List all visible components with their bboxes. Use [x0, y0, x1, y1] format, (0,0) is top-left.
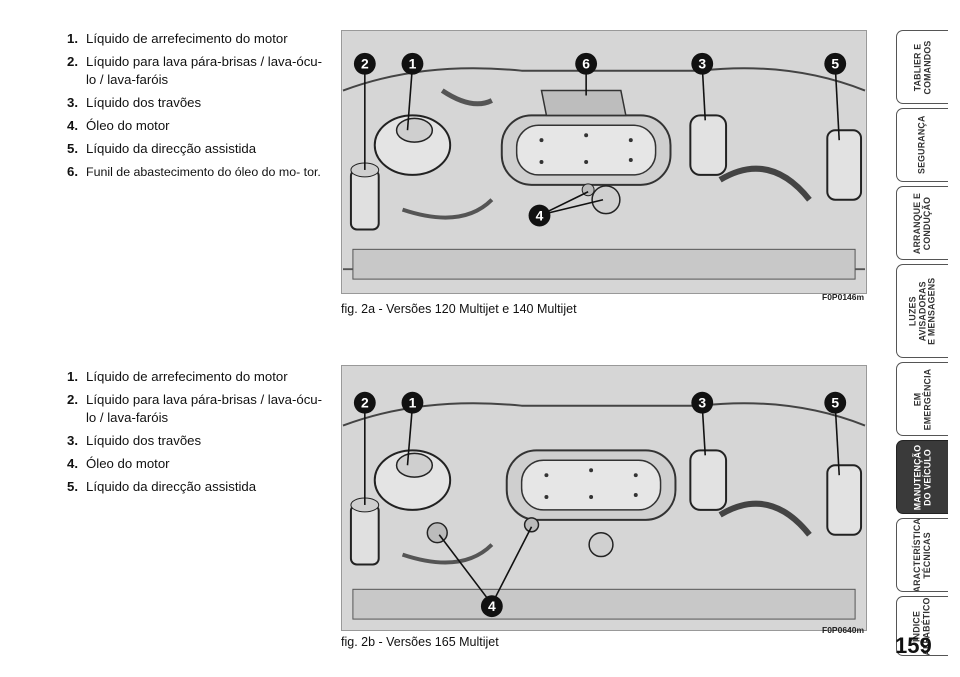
callout-label: 3 [698, 56, 706, 72]
legend-item: 5. Líquido da direcção assistida [67, 140, 329, 158]
tab-em-emergencia[interactable]: EM EMERGÊNCIA [896, 362, 948, 436]
legend-text: Líquido dos travões [86, 95, 202, 110]
tab-seguranca[interactable]: SEGURANÇA [896, 108, 948, 182]
tab-tablier-comandos[interactable]: TABLIER E COMANDOS [896, 30, 948, 104]
tab-label: EM EMERGÊNCIA [912, 368, 932, 430]
callout-label: 2 [361, 56, 369, 72]
engine-drawing: 2 1 6 3 5 4 [342, 31, 866, 293]
legend-item: 5. Líquido da direcção assistida [67, 478, 329, 496]
legend-number: 1. [67, 369, 78, 384]
callout-5 [824, 391, 847, 414]
callout-label: 5 [831, 56, 839, 72]
legend-text: Óleo do motor [86, 118, 170, 133]
figure-caption: fig. 2a - Versões 120 Multijet e 140 Mul… [341, 302, 577, 316]
callout-label: 3 [698, 395, 706, 411]
tab-manutencao-veiculo[interactable]: MANUTENÇÃO DO VEÍCULO [896, 440, 948, 514]
legend-text: Líquido para lava pára-brisas / lava-ócu… [86, 54, 323, 87]
legend-text: Líquido para lava pára-brisas / lava-ócu… [86, 392, 323, 425]
callout-label: 1 [409, 56, 417, 72]
legend-number: 2. [67, 54, 78, 69]
engine-bay-illustration-2b: 2 1 3 5 4 [341, 365, 867, 631]
legend-number: 5. [67, 141, 78, 156]
tab-indice-alfabetico[interactable]: ÍNDICE ALFABÉTICO [896, 596, 948, 656]
tab-luzes-avisadoras[interactable]: LUZES AVISADORAS E MENSAGENS [896, 264, 948, 358]
tab-label: TABLIER E COMANDOS [912, 40, 932, 94]
callout-3 [691, 391, 714, 414]
legend-number: 4. [67, 456, 78, 471]
figure-caption: fig. 2b - Versões 165 Multijet [341, 635, 499, 649]
legend-item: 3. Líquido dos travões [67, 432, 329, 450]
legend-item: 1. Líquido de arrefecimento do motor [67, 368, 329, 386]
callout-4 [528, 204, 551, 227]
callout-label: 4 [536, 208, 544, 224]
callout-5 [824, 52, 847, 75]
tab-label: CARACTERÍSTICAS TÉCNICAS [912, 518, 932, 592]
legend-number: 3. [67, 95, 78, 110]
callout-label: 6 [582, 56, 590, 72]
tab-label: LUZES AVISADORAS E MENSAGENS [907, 277, 937, 345]
tab-label: MANUTENÇÃO DO VEÍCULO [912, 444, 932, 510]
legend-item: 1. Líquido de arrefecimento do motor [67, 30, 329, 48]
callout-4 [480, 595, 503, 618]
legend-number: 4. [67, 118, 78, 133]
legend-item: 4. Óleo do motor [67, 455, 329, 473]
callout-label: 4 [488, 598, 496, 614]
legend-item: 6. Funil de abastecimento do óleo do mo- … [67, 163, 329, 181]
legend-text: Líquido de arrefecimento do motor [86, 369, 288, 384]
legend-item: 2. Líquido para lava pára-brisas / lava-ó… [67, 53, 329, 89]
figure-code: F0P0640m [822, 625, 865, 635]
legend-text: Líquido de arrefecimento do motor [86, 31, 288, 46]
tab-arranque-conducao[interactable]: ARRANQUE E CONDUÇÃO [896, 186, 948, 260]
legend-number: 2. [67, 392, 78, 407]
legend-number: 1. [67, 31, 78, 46]
figure-code: F0P0146m [822, 292, 865, 302]
engine-bay-illustration-2a: 2 1 6 3 5 4 [341, 30, 867, 294]
callout-3 [691, 52, 714, 75]
legend-text: Óleo do motor [86, 456, 170, 471]
legend-text: Líquido da direcção assistida [86, 479, 257, 494]
legend-text: Funil de abastecimento do óleo do mo- to… [86, 165, 321, 179]
page-number: 159 [895, 633, 932, 658]
callout-2 [353, 391, 376, 414]
tab-label: SEGURANÇA [916, 115, 927, 175]
legend-number: 3. [67, 433, 78, 448]
callout-1 [401, 52, 424, 75]
callout-6 [575, 52, 598, 75]
tab-caracteristicas-tecnicas[interactable]: CARACTERÍSTICAS TÉCNICAS [896, 518, 948, 592]
callout-label: 1 [409, 395, 417, 411]
legend-number: 6. [67, 164, 78, 179]
legend-list-fig-2a: 1. Líquido de arrefecimento do motor 2. Lí… [67, 30, 329, 186]
callout-label: 5 [831, 395, 839, 411]
legend-item: 2. Líquido para lava pára-brisas / lava-ó… [67, 391, 329, 427]
engine-drawing: 2 1 3 5 4 [342, 366, 866, 630]
legend-number: 5. [67, 479, 78, 494]
legend-item: 4. Óleo do motor [67, 117, 329, 135]
callout-2 [353, 52, 376, 75]
callout-1 [401, 391, 424, 414]
legend-text: Líquido dos travões [86, 433, 202, 448]
legend-text: Líquido da direcção assistida [86, 141, 257, 156]
tab-label: ARRANQUE E CONDUÇÃO [912, 192, 932, 254]
legend-item: 3. Líquido dos travões [67, 94, 329, 112]
callout-label: 2 [361, 395, 369, 411]
legend-list-fig-2b: 1. Líquido de arrefecimento do motor 2. Lí… [67, 368, 329, 501]
